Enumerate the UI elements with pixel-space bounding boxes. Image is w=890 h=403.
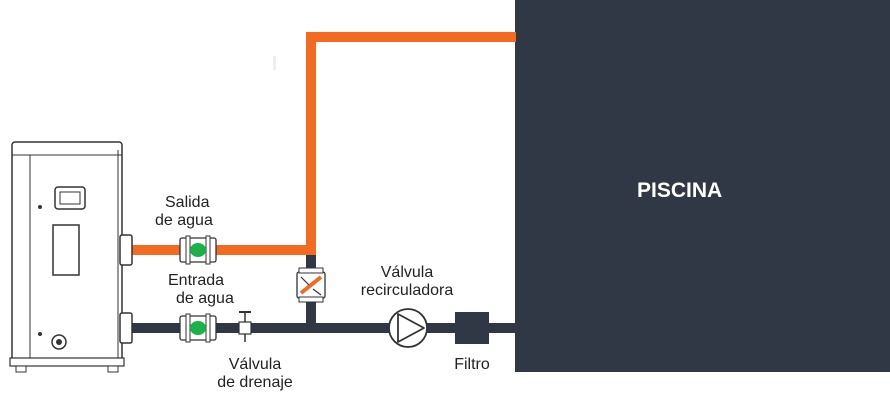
recirculating-valve-label: Válvula recirculadora [342,264,472,300]
inlet-check-valve-icon [179,313,217,343]
inlet-connector [119,312,133,344]
drain-valve-label-line-1: Válvula [228,356,282,373]
water-inlet-label: Entrada de agua [168,272,248,308]
heat-pump-unit [9,141,133,373]
water-inlet-label-line-1: Entrada [168,272,225,289]
water-inlet-label-line-2: de agua [176,290,234,307]
outlet-check-valve-icon [179,235,217,265]
decorative-mark [273,56,276,70]
circulation-pump-icon [388,308,428,348]
outlet-connector [119,234,133,266]
bypass-valve-icon [296,267,326,303]
label-plate [52,224,80,276]
drain-valve-label-line-2: de drenaje [217,374,293,391]
hot-water-pipe [130,32,516,255]
water-outlet-label-line-2: de agua [155,212,213,229]
water-outlet-label-line-1: Salida [165,194,210,211]
pool-label: PISCINA [637,179,723,202]
drain-valve-icon [238,311,252,342]
filter-label: Filtro [454,356,490,373]
filter-icon [455,312,489,344]
pool-block [515,0,890,372]
water-outlet-label: Salida de agua [155,194,235,230]
recirculating-valve-label-line-2: recirculadora [360,282,454,299]
drain-valve-label: Válvula de drenaje [205,356,305,392]
recirculating-valve-label-line-1: Válvula [380,264,434,281]
